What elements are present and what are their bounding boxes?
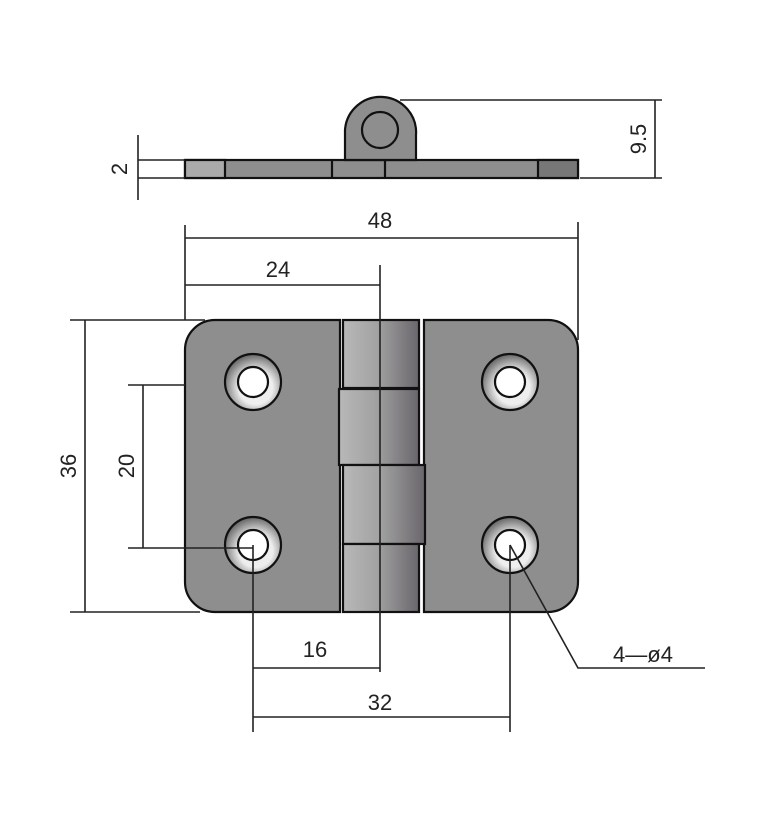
dim-label-thickness: 2 bbox=[107, 163, 132, 175]
dim-label-hole-vertical: 20 bbox=[114, 454, 139, 478]
left-leaf bbox=[183, 318, 342, 614]
dim-label-hole-horizontal: 32 bbox=[368, 690, 392, 715]
dim-label-overall-height: 36 bbox=[56, 454, 81, 478]
knuckle-segment bbox=[341, 318, 421, 390]
dim-label-half-width: 24 bbox=[266, 257, 290, 282]
dim-label-overall-width: 48 bbox=[368, 208, 392, 233]
mounting-holes bbox=[223, 352, 540, 575]
right-leaf bbox=[422, 318, 580, 614]
dimension-lines bbox=[70, 99, 705, 732]
front-view bbox=[183, 318, 580, 614]
knuckle-segment bbox=[341, 463, 427, 546]
dim-label-holes: 4—ø4 bbox=[613, 642, 673, 667]
dim-label-height-side: 9.5 bbox=[626, 124, 651, 155]
knuckle-segment bbox=[337, 387, 421, 467]
dim-label-hole-to-axis: 16 bbox=[303, 637, 327, 662]
side-view bbox=[183, 95, 580, 180]
side-plate bbox=[183, 158, 580, 180]
knuckle-segment bbox=[341, 542, 421, 614]
